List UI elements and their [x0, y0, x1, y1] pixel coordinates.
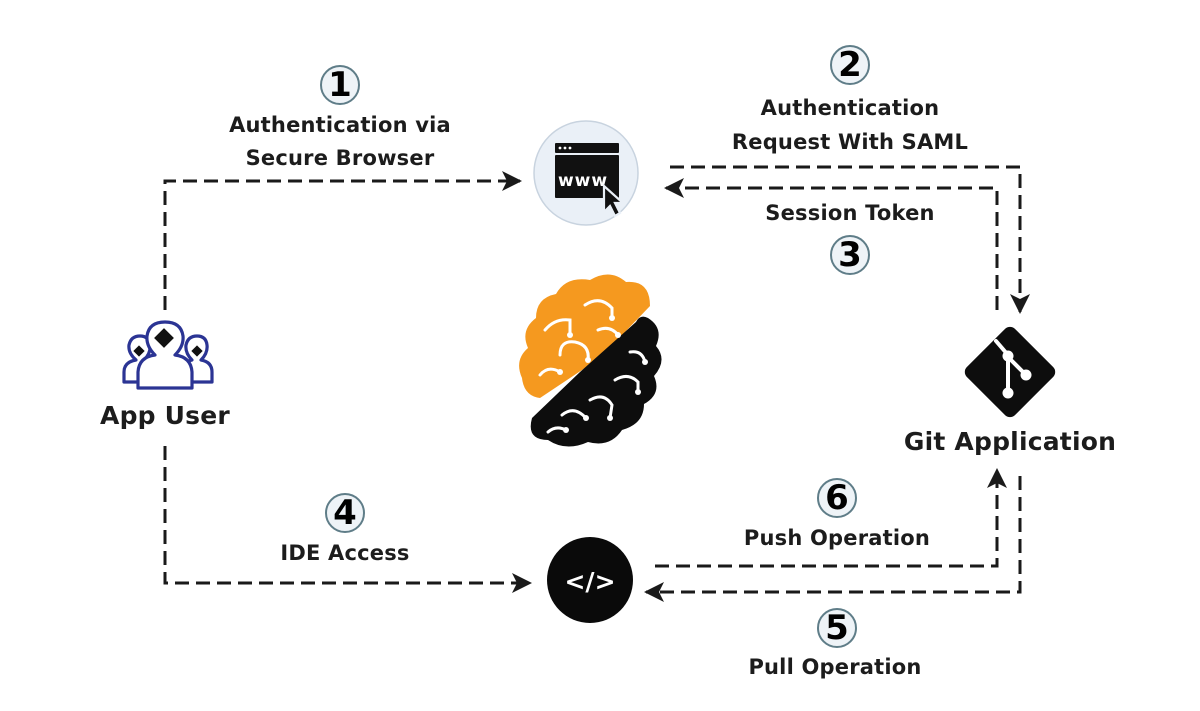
step-1-label-line-1: Authentication via: [229, 113, 451, 137]
svg-text:www: www: [558, 171, 608, 191]
step-2-badge: 2: [830, 45, 870, 85]
git-node: [964, 326, 1056, 418]
arrow-step-1: [163, 171, 522, 310]
code-brackets-icon: </>: [564, 567, 615, 596]
browser-node: www: [533, 120, 639, 226]
step-5-label: Pull Operation: [748, 655, 922, 679]
step-4-label: IDE Access: [280, 541, 410, 565]
arrow-step-6: [655, 468, 1007, 568]
step-5-badge: 5: [817, 608, 857, 648]
app-user-node: [122, 320, 214, 390]
step-3-badge: 3: [830, 235, 870, 275]
step-2-label-line-2: Request With SAML: [731, 130, 969, 154]
arrow-step-2: [670, 165, 1030, 314]
step-3-label: Session Token: [765, 201, 935, 225]
step-4-badge: 4: [325, 493, 365, 533]
step-6-badge: 6: [817, 478, 857, 518]
step-2-label-line-1: Authentication: [760, 96, 940, 120]
arrow-step-3: [664, 178, 999, 310]
step-1-badge: 1: [320, 65, 360, 105]
step-1-label-line-2: Secure Browser: [245, 146, 435, 170]
app-user-label: App User: [100, 401, 230, 430]
arrow-step-5: [644, 476, 1022, 602]
ide-node: </>: [547, 537, 633, 623]
arrow-step-4: [163, 446, 532, 593]
browser-www-cursor-icon: www: [555, 143, 626, 218]
step-6-label: Push Operation: [743, 526, 931, 550]
user-group-git-icon: [122, 320, 214, 390]
handshake-brain-logo-icon: [519, 274, 662, 447]
git-application-label: Git Application: [903, 427, 1117, 456]
